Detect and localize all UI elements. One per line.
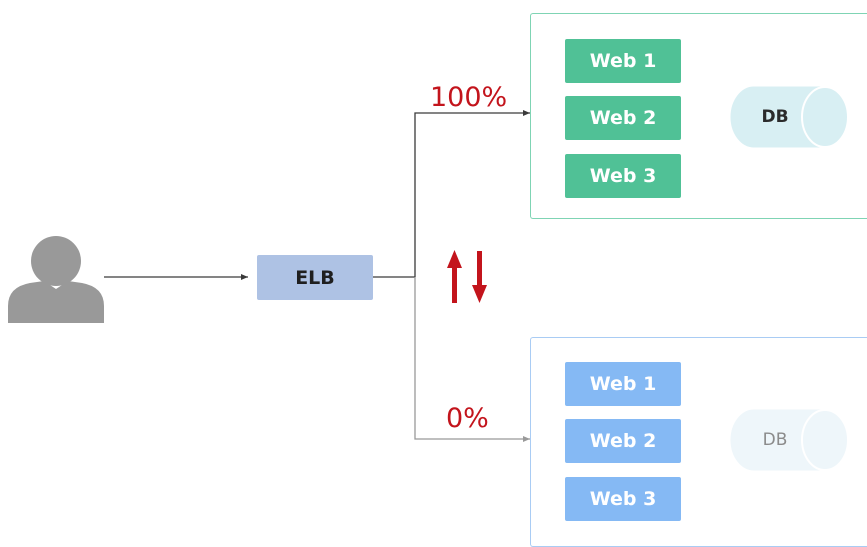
elb-to-bottom-group-arrow [414, 277, 530, 442]
elb-label: ELB [295, 266, 335, 289]
user-icon [8, 236, 104, 323]
swap-arrows-icon [447, 250, 487, 303]
top-web-server-1: Web 1 [565, 39, 681, 83]
bottom-db-label: DB [762, 430, 788, 450]
elb-to-top-group-arrow [414, 110, 530, 277]
bottom-group-percent: 0% [446, 403, 489, 434]
top-web-server-1-label: Web 1 [589, 50, 657, 72]
bottom-db-cylinder-icon [730, 409, 849, 471]
elb-node: ELB [257, 255, 373, 300]
bottom-web-server-1-label: Web 1 [589, 373, 657, 395]
diagram-canvas: ELB 100% 0% Web 1 Web 2 Web 3 DB Web 1 W… [8, 13, 867, 547]
bottom-web-server-1: Web 1 [565, 362, 681, 406]
top-db-cylinder-icon [730, 86, 849, 148]
top-web-server-3-label: Web 3 [589, 165, 657, 187]
bottom-web-server-2: Web 2 [565, 419, 681, 463]
top-web-server-2: Web 2 [565, 96, 681, 140]
top-db-label: DB [761, 107, 789, 127]
top-group-percent: 100% [430, 82, 508, 113]
top-web-server-3: Web 3 [565, 154, 681, 198]
connector-layer [8, 86, 849, 471]
bottom-web-server-2-label: Web 2 [589, 430, 657, 452]
bottom-web-server-3-label: Web 3 [589, 488, 657, 510]
top-web-server-2-label: Web 2 [589, 107, 657, 129]
bottom-web-server-3: Web 3 [565, 477, 681, 521]
top-server-group [530, 13, 867, 219]
